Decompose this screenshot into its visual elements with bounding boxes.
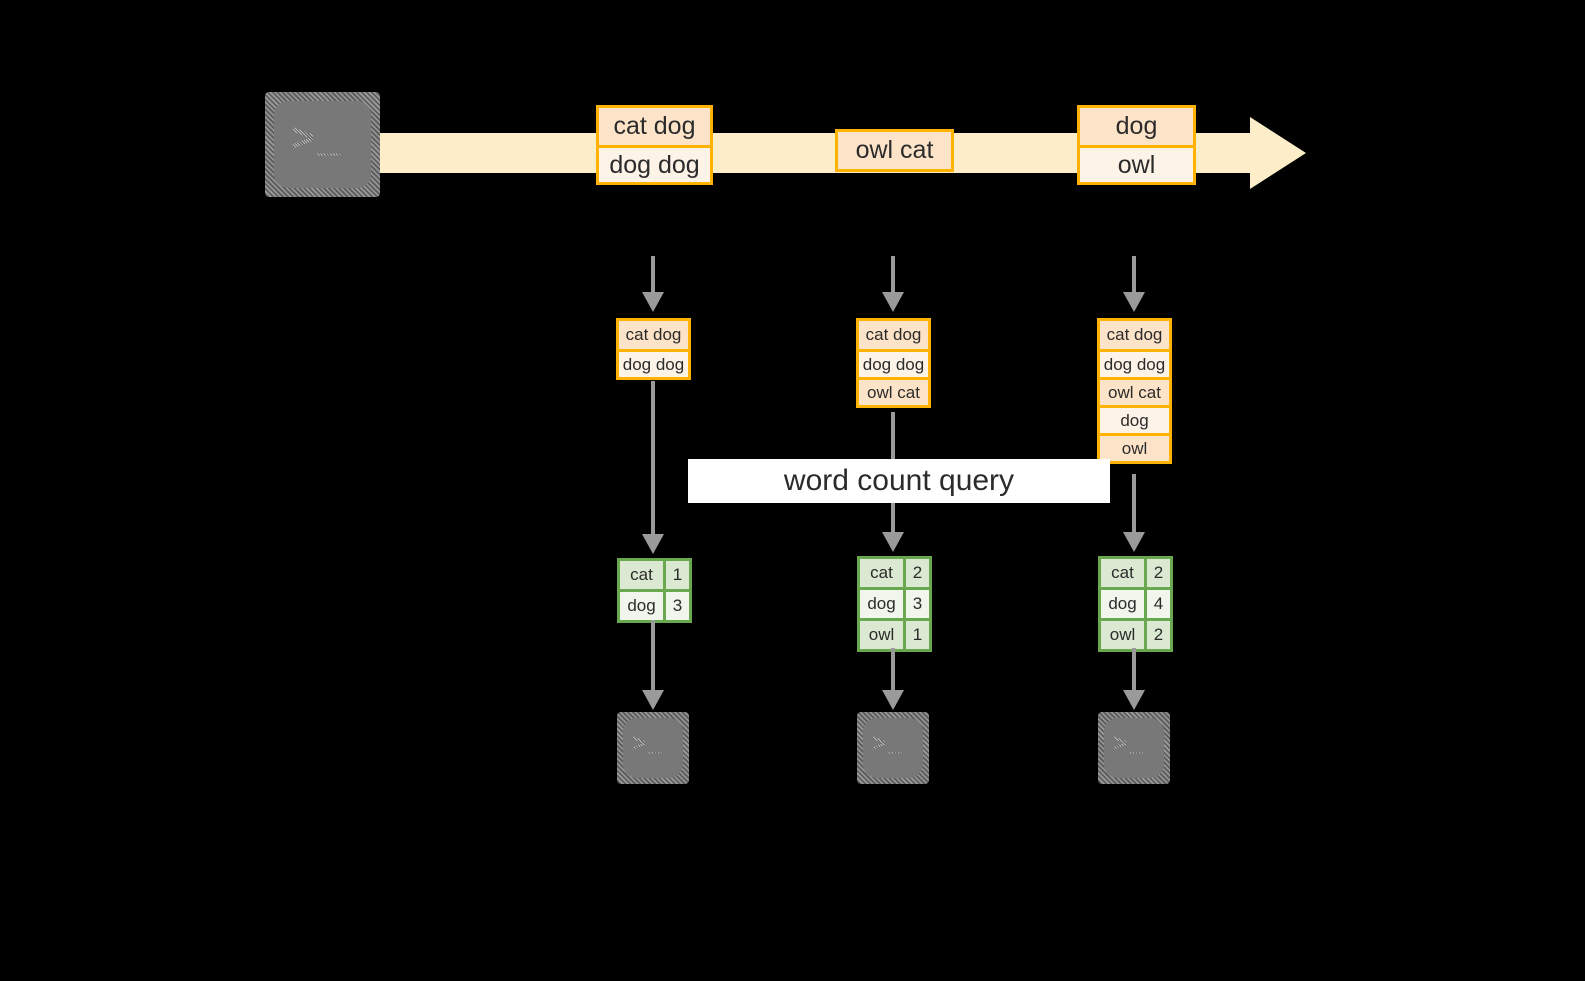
query-arrow-head-2 [882,532,904,552]
query-label: word count query [688,459,1110,503]
ingest-arrow-head-3 [1123,292,1145,312]
ingest-arrow-line-1 [651,256,655,294]
result-count: 3 [663,592,689,620]
result-word: cat [620,561,664,589]
ingest-arrow-line-3 [1132,256,1136,294]
accumulated-line: dog dog [859,349,928,377]
sink-terminal-icon-2: >_ [857,712,929,784]
accumulated-line: cat dog [619,321,688,349]
table-row: dog 3 [860,587,929,618]
source-terminal-icon: >_ [265,92,380,197]
stream-message-line: owl cat [838,132,951,169]
accumulated-line: dog dog [1100,349,1169,377]
terminal-face [863,718,923,778]
sink-terminal-icon-1: >_ [617,712,689,784]
result-count: 2 [903,559,929,587]
table-row: cat 1 [620,561,689,589]
ingest-arrow-head-1 [642,292,664,312]
accumulated-line: dog [1100,405,1169,433]
sink-arrow-line-3 [1132,648,1136,692]
query-arrow-head-1 [642,534,664,554]
accumulated-line: owl cat [1100,377,1169,405]
query-arrow-head-3 [1123,532,1145,552]
result-table-2: cat 2 dog 3 owl 1 [857,556,932,652]
result-word: cat [1101,559,1145,587]
stream-message-line: dog [1080,108,1193,145]
table-row: dog 3 [620,589,689,620]
result-table-3: cat 2 dog 4 owl 2 [1098,556,1173,652]
stream-message-2: owl cat [835,129,954,172]
terminal-prompt-glyph: >_ [291,119,344,164]
terminal-prompt-glyph: >_ [872,732,903,759]
accumulated-messages-2: cat dog dog dog owl cat [856,318,931,408]
result-word: owl [860,621,904,649]
result-word: dog [620,592,664,620]
result-count: 1 [663,561,689,589]
query-arrow-line-1 [651,381,655,537]
sink-arrow-head-3 [1123,690,1145,710]
stream-arrowhead-icon [1250,117,1306,189]
accumulated-messages-1: cat dog dog dog [616,318,691,380]
result-table-1: cat 1 dog 3 [617,558,692,623]
stream-message-line: dog dog [599,145,710,182]
accumulated-line: cat dog [1100,321,1169,349]
stream-message-line: owl [1080,145,1193,182]
accumulated-line: owl cat [859,377,928,405]
table-row: owl 1 [860,618,929,649]
sink-arrow-head-2 [882,690,904,710]
result-count: 2 [1144,559,1170,587]
result-count: 3 [903,590,929,618]
result-count: 2 [1144,621,1170,649]
result-word: owl [1101,621,1145,649]
table-row: dog 4 [1101,587,1170,618]
terminal-prompt-glyph: >_ [1113,732,1144,759]
accumulated-line: owl [1100,433,1169,461]
ingest-arrow-head-2 [882,292,904,312]
sink-terminal-icon-3: >_ [1098,712,1170,784]
result-word: dog [1101,590,1145,618]
terminal-face [274,101,371,188]
table-row: cat 2 [860,559,929,587]
stream-message-line: cat dog [599,108,710,145]
accumulated-messages-3: cat dog dog dog owl cat dog owl [1097,318,1172,464]
table-row: cat 2 [1101,559,1170,587]
result-word: dog [860,590,904,618]
table-row: owl 2 [1101,618,1170,649]
terminal-face [1104,718,1164,778]
stream-message-3: dog owl [1077,105,1196,185]
terminal-prompt-glyph: >_ [632,732,663,759]
query-arrow-line-3 [1132,474,1136,535]
stream-message-1: cat dog dog dog [596,105,713,185]
result-count: 1 [903,621,929,649]
accumulated-line: cat dog [859,321,928,349]
accumulated-line: dog dog [619,349,688,377]
sink-arrow-line-1 [651,620,655,692]
ingest-arrow-line-2 [891,256,895,294]
result-count: 4 [1144,590,1170,618]
result-word: cat [860,559,904,587]
sink-arrow-head-1 [642,690,664,710]
terminal-face [623,718,683,778]
sink-arrow-line-2 [891,648,895,692]
